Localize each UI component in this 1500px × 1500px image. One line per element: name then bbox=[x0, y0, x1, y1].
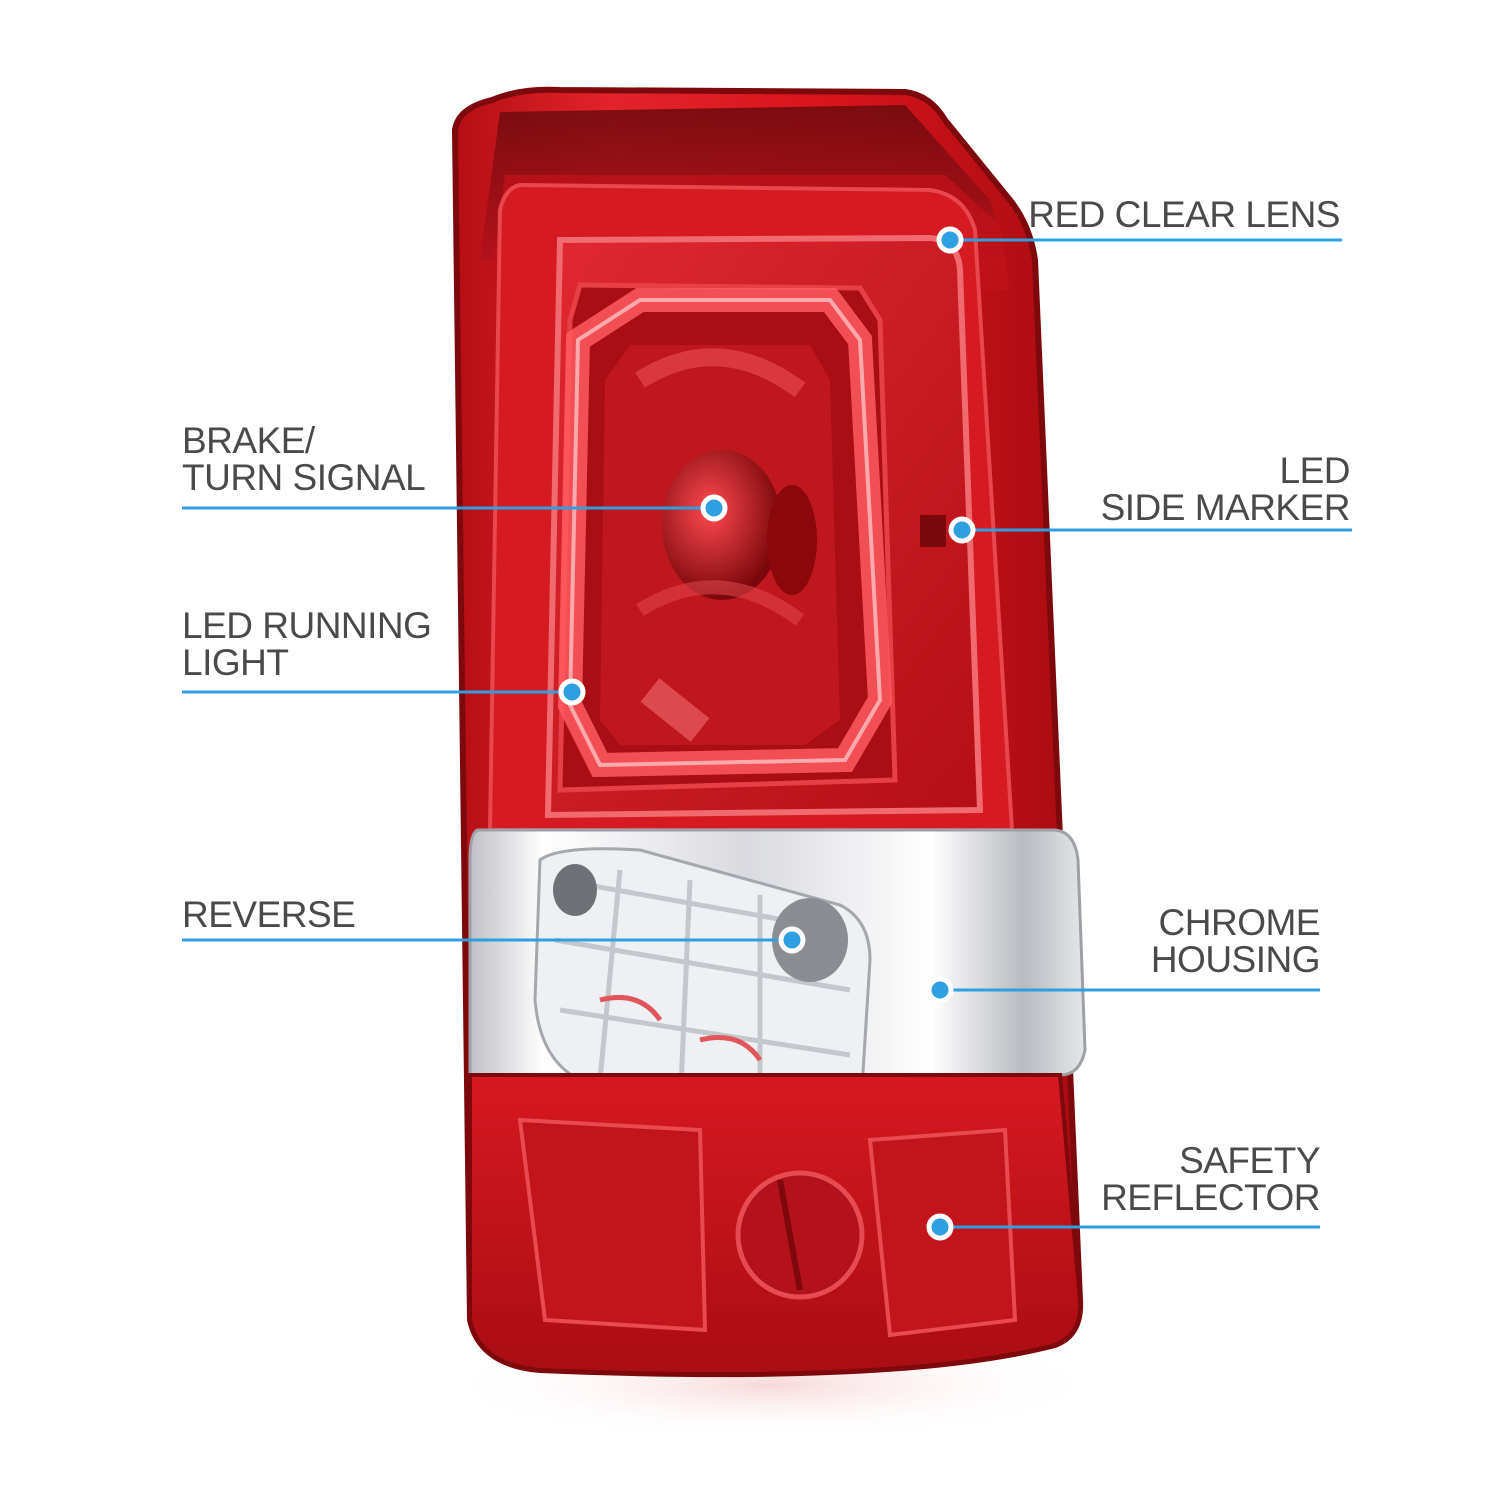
callout-brake-turn-signal: BRAKE/ TURN SIGNAL bbox=[182, 420, 426, 498]
callout-text: LED RUNNING bbox=[182, 605, 432, 646]
callout-text: CHROME bbox=[1158, 902, 1321, 943]
callout-text: LED bbox=[1279, 450, 1351, 491]
callout-chrome-housing: CHROME HOUSING bbox=[1150, 902, 1321, 980]
callout-text: BRAKE/ bbox=[182, 420, 315, 461]
callout-led-running-light: LED RUNNING LIGHT bbox=[182, 605, 432, 683]
callout-text: LIGHT bbox=[182, 642, 289, 683]
callout-red-clear-lens: RED CLEAR LENS bbox=[1028, 196, 1340, 233]
callout-text: SIDE MARKER bbox=[1100, 487, 1351, 528]
callout-text: REVERSE bbox=[182, 894, 356, 935]
callout-reverse: REVERSE bbox=[182, 894, 356, 935]
callout-text: REFLECTOR bbox=[1101, 1177, 1320, 1218]
callout-text: TURN SIGNAL bbox=[182, 457, 426, 498]
callout-safety-reflector: SAFETY REFLECTOR bbox=[1101, 1142, 1320, 1216]
callout-led-side-marker: LED SIDE MARKER bbox=[1100, 450, 1351, 528]
callout-text: RED CLEAR LENS bbox=[1028, 194, 1340, 235]
callout-text: SAFETY bbox=[1179, 1140, 1320, 1181]
callout-text: HOUSING bbox=[1150, 939, 1321, 980]
